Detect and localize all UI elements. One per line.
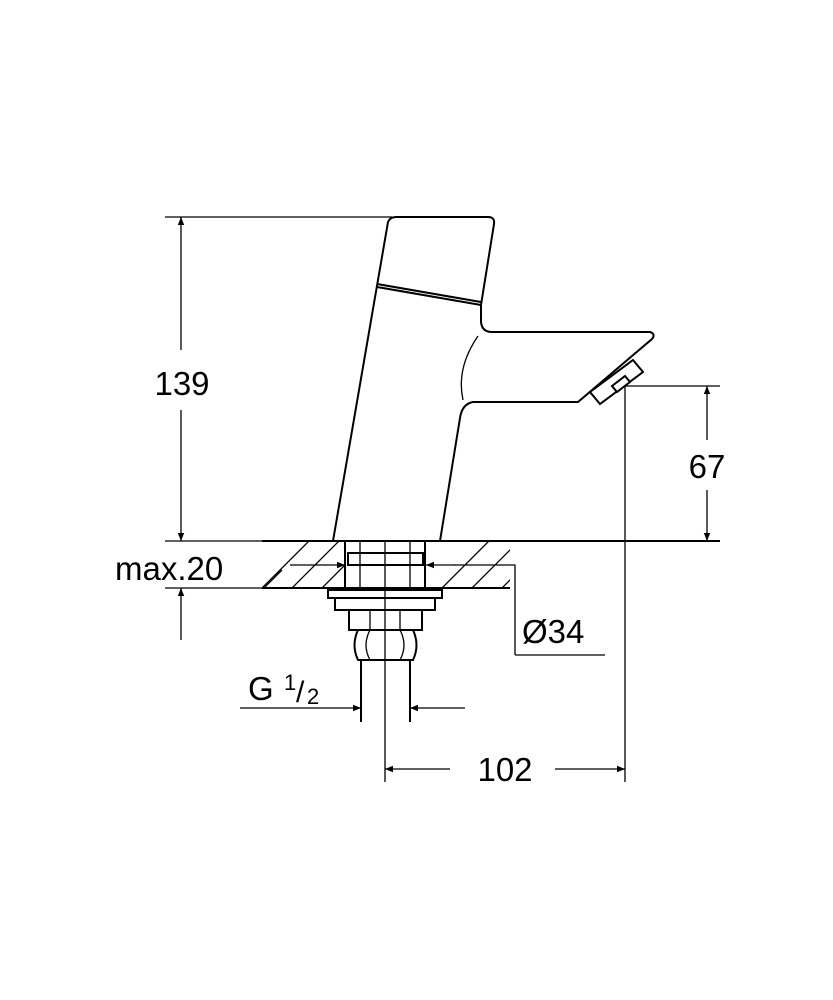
dimension-lines (165, 216, 720, 782)
dim-spout-height: 67 (689, 448, 726, 485)
dim-max-thickness: max.20 (115, 550, 223, 587)
dim-thread-slash: / (296, 676, 305, 709)
dim-height-total: 139 (154, 365, 209, 402)
dim-thread-g: G (248, 670, 274, 707)
dim-thread-denominator: 2 (307, 684, 319, 709)
dim-thread-numerator: 1 (284, 670, 296, 695)
dim-projection: 102 (477, 751, 532, 788)
countertop-section (262, 540, 720, 589)
mounting-fittings (327, 540, 443, 782)
dim-hole-diameter: Ø34 (522, 613, 584, 650)
faucet-body (331, 216, 655, 542)
